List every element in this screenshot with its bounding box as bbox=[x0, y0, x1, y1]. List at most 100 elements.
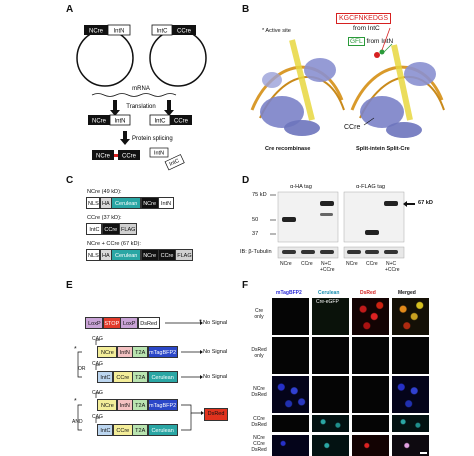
mw-37: 37 bbox=[252, 231, 259, 237]
cell-r5-c3 bbox=[352, 435, 389, 456]
gfl-box: GFL from IntN bbox=[348, 37, 394, 46]
seg-ncre: NCre bbox=[140, 197, 159, 209]
cag-2: CAG bbox=[92, 361, 103, 367]
band-ha-67-faint bbox=[320, 213, 333, 216]
seg-intn: IntN bbox=[158, 197, 175, 209]
lane-ncre-1: NCre bbox=[280, 261, 292, 267]
splicing-label: Protein splicing bbox=[132, 136, 173, 142]
col-dsred: DsRed bbox=[360, 290, 376, 296]
lane-nc-1b: +CCre bbox=[320, 267, 335, 273]
panel-c: C NCre (49 kD): NLS HA Cerulean NCre Int… bbox=[0, 175, 232, 275]
panel-b: B * Active site KGCFNKEDGS from IntC GFL… bbox=[232, 0, 474, 175]
cag-1: CAG bbox=[92, 336, 103, 342]
seg-ccre-2: CCre bbox=[158, 249, 177, 261]
construct-a: NCre IntN T2A mTagBFP2 bbox=[97, 346, 178, 358]
seg-mtag: mTagBFP2 bbox=[147, 346, 178, 358]
dsred-output: DsRed bbox=[204, 408, 228, 421]
row2-title: CCre (37 kD): bbox=[87, 215, 122, 221]
no-signal-3: No Signal bbox=[203, 374, 228, 380]
construct-c: NCre IntN T2A mTagBFP2 bbox=[97, 399, 178, 411]
panel-a-label: A bbox=[66, 4, 74, 15]
row3-l2: DsRed bbox=[251, 392, 267, 398]
arrow-splicing bbox=[120, 131, 130, 145]
seg-nls-2: NLS bbox=[86, 249, 101, 261]
flag-tag-label: α-FLAG tag bbox=[356, 184, 386, 190]
protein-intn: IntN bbox=[114, 119, 125, 125]
lane-nc-1a: N+C bbox=[321, 261, 332, 267]
and-label: AND bbox=[72, 419, 83, 425]
col-mtagbfp2: mTagBFP2 bbox=[276, 290, 302, 296]
from-intn-text: from IntN bbox=[366, 38, 394, 45]
cell-r1-c4 bbox=[392, 298, 429, 335]
protein-structures bbox=[250, 27, 445, 138]
plasmid-2 bbox=[149, 29, 207, 87]
cell-r5-c1 bbox=[272, 435, 309, 456]
plasmid1-ncre-segment bbox=[84, 25, 108, 35]
plasmid1-ncre-text: NCre bbox=[89, 29, 104, 35]
cell-r2-c3 bbox=[352, 337, 389, 374]
free-intn: IntN bbox=[154, 151, 164, 157]
seg-ha-2: HA bbox=[99, 249, 112, 261]
construct-ccre: IntC CCre FLAG bbox=[86, 223, 138, 235]
row4-l2: DsRed bbox=[251, 422, 267, 428]
row5-l2: CCre bbox=[253, 441, 265, 447]
scale-bar bbox=[420, 452, 427, 454]
arrow-down-left bbox=[110, 100, 120, 116]
row-label-2: DsRed only bbox=[248, 347, 270, 359]
seg-loxp-1: LoxP bbox=[85, 317, 104, 329]
mrna-label: mRNA bbox=[132, 86, 150, 92]
row5-l3: DsRed bbox=[251, 447, 267, 453]
split-cre-structure-right bbox=[350, 27, 445, 138]
construct-ncre-ccre: NLS HA Cerulean NCre CCre FLAG bbox=[86, 249, 194, 261]
seg-mtag-2: mTagBFP2 bbox=[147, 399, 178, 411]
translation-label: Translation bbox=[126, 104, 155, 110]
cell-r3-c4 bbox=[392, 376, 429, 413]
panel-d: D α-HA tag α-FLAG tag 75 kD 50 37 67 kD … bbox=[232, 175, 474, 280]
plasmid2-ccre-text: CCre bbox=[177, 29, 192, 35]
cell-r5-c4 bbox=[392, 435, 429, 456]
row3-title: NCre + CCre (67 kD): bbox=[87, 241, 141, 247]
protein-ncre: NCre bbox=[92, 119, 107, 125]
lane-nc-2b: +CCre bbox=[385, 267, 400, 273]
row5-l1: NCre bbox=[253, 435, 265, 441]
cre-structure-left bbox=[250, 39, 345, 136]
row3-l1: NCre bbox=[253, 386, 265, 392]
panel-b-label: B bbox=[242, 4, 250, 15]
cell-r5-c2 bbox=[312, 435, 349, 456]
from-intc-label: from IntC bbox=[353, 25, 380, 32]
seg-intc: IntC bbox=[86, 223, 103, 235]
construct-d: IntC CCre T2A Cerulean bbox=[97, 424, 178, 436]
active-site-label: * Active site bbox=[262, 28, 291, 34]
mw-50: 50 bbox=[252, 217, 259, 223]
row2-l2: only bbox=[254, 353, 264, 359]
cell-r4-c4 bbox=[392, 415, 429, 432]
mrna-wave bbox=[91, 93, 177, 97]
construct-b: IntC CCre T2A Cerulean bbox=[97, 371, 178, 383]
seg-nls: NLS bbox=[86, 197, 101, 209]
cell-r3-c3 bbox=[352, 376, 389, 413]
seg-cerulean-b: Cerulean bbox=[147, 371, 178, 383]
product-ncre: NCre bbox=[96, 154, 111, 160]
panel-a-graphic: NCre IntN IntC CCre mRNA Translation NCr… bbox=[76, 24, 207, 171]
ib-tubulin-label: IB: β-Tubulin bbox=[240, 249, 272, 255]
plasmid2-ccre-segment bbox=[172, 25, 196, 35]
no-signal-1: No Signal bbox=[203, 320, 228, 326]
protein-ccre: CCre bbox=[174, 119, 189, 125]
band-flag-ccre bbox=[365, 230, 379, 235]
row-label-5: NCre CCre DsRed bbox=[248, 435, 270, 453]
seg-t2a-2: T2A bbox=[132, 371, 149, 383]
lane-ccre-2: CCre bbox=[366, 261, 378, 267]
cag-4: CAG bbox=[92, 414, 103, 420]
seg-cerulean: Cerulean bbox=[111, 197, 142, 209]
plasmid1-intn-segment bbox=[107, 24, 131, 36]
panel-f-label: F bbox=[242, 280, 249, 291]
cell-r2-c4 bbox=[392, 337, 429, 374]
cell-r4-c1 bbox=[272, 415, 309, 432]
cell-r1-c2 bbox=[312, 298, 349, 335]
arrow-67kd bbox=[403, 201, 415, 207]
ha-tag-label: α-HA tag bbox=[290, 184, 312, 190]
panel-e-connectors bbox=[77, 319, 204, 431]
row2-l1: DsRed bbox=[251, 347, 267, 353]
row4-l1: CCre bbox=[253, 416, 265, 422]
band-ha-67 bbox=[320, 201, 334, 206]
